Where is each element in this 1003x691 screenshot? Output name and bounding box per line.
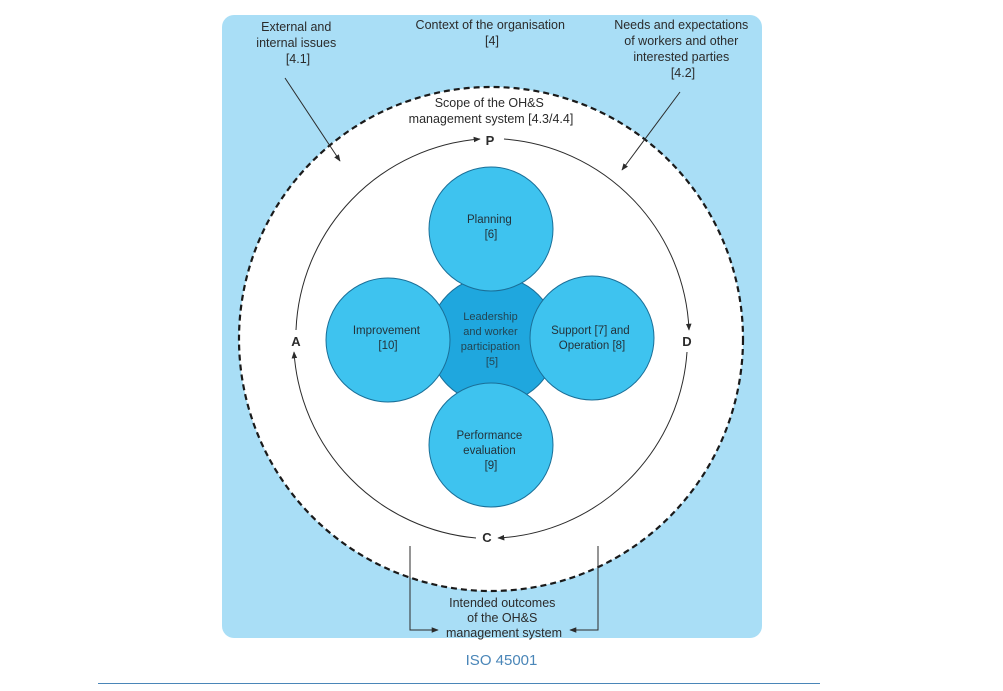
pdca-c: C — [482, 530, 492, 545]
issues-label: External and internal issues [4.1] — [256, 20, 339, 66]
improvement-label: Improvement [10] — [353, 325, 423, 352]
performance-evaluation-circle — [428, 382, 554, 508]
figure-caption: ISO 45001 — [465, 652, 538, 669]
pdca-arc-a-to-p — [295, 136, 481, 331]
support-operation-label: Support [7] and Operation [8] — [551, 325, 633, 352]
context-label: Context of the organisation [4] — [416, 18, 569, 48]
caption-divider — [98, 683, 820, 684]
pdca-p: P — [486, 133, 495, 148]
pdca-arc-d-to-c — [497, 351, 688, 541]
issues-arrow — [284, 77, 341, 162]
outcome-arrow-left — [409, 546, 439, 633]
scope-label: Scope of the OH&S management system [4.3… — [409, 96, 574, 126]
outcomes-label: Intended outcomes of the OH&S management… — [446, 596, 562, 640]
pdca-a: A — [291, 334, 301, 349]
planning-label: Planning [6] — [467, 214, 515, 241]
leadership-label: Leadership and worker participation [5] — [461, 311, 523, 368]
planning-circle — [428, 166, 554, 292]
needs-label: Needs and expectations of workers and ot… — [614, 18, 752, 80]
outcome-arrow-right — [569, 546, 599, 633]
pdca-arc-c-to-a — [291, 351, 477, 539]
support-operation-circle — [529, 275, 655, 401]
performance-evaluation-label: Performance evaluation [9] — [456, 430, 525, 472]
needs-arrow — [621, 91, 681, 171]
pdca-d: D — [682, 334, 691, 349]
pdca-arc-p-to-d — [503, 138, 692, 331]
improvement-circle — [325, 277, 451, 403]
